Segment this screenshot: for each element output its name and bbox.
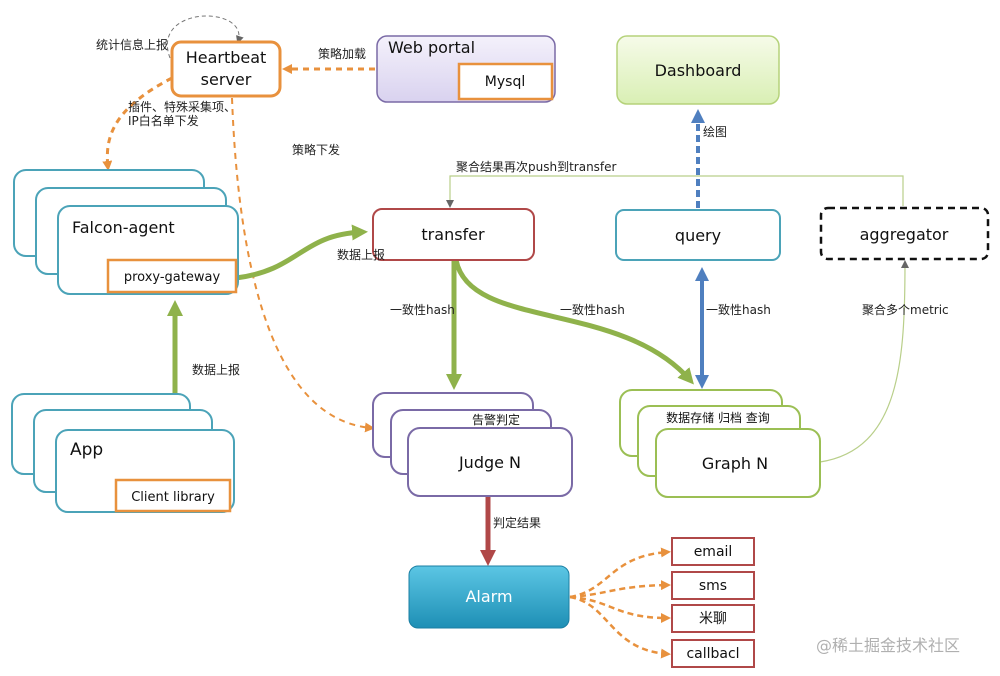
judge-note-label: 告警判定 xyxy=(472,412,520,427)
node-alarm: Alarm xyxy=(408,565,570,629)
client-library-label: Client library xyxy=(131,490,215,505)
node-client-library xyxy=(114,478,232,513)
watermark: @稀土掘金技术社区 xyxy=(816,636,960,655)
node-falcon-agent-stack: Falcon-agent proxy-gateway xyxy=(13,169,239,295)
edge-labels: 统计信息上报 策略加载 插件、特殊采集项、 IP白名单下发 策略下发 绘图 聚合… xyxy=(96,37,949,530)
edge-alarm-mliao xyxy=(569,595,671,623)
label-plugins-line1: 插件、特殊采集项、 xyxy=(128,99,236,114)
dashboard-label: Dashboard xyxy=(655,61,742,80)
edge-alarm-email xyxy=(569,547,671,599)
label-stats-report: 统计信息上报 xyxy=(96,37,168,52)
label-judge-result: 判定结果 xyxy=(493,515,541,530)
heartbeat-label-line1: Heartbeat xyxy=(186,48,267,67)
label-hash-query: 一致性hash xyxy=(706,303,771,317)
node-web-portal: Web portal Mysql xyxy=(376,35,556,103)
edges xyxy=(102,15,909,659)
heartbeat-label-line2: server xyxy=(201,70,252,89)
app-label: App xyxy=(70,440,103,460)
label-data-report-client: 数据上报 xyxy=(192,362,240,377)
edge-graph-aggregator xyxy=(819,260,909,463)
node-callback: callbacl xyxy=(671,639,755,668)
edge-gateway-transfer xyxy=(235,224,368,281)
proxy-gateway-label: proxy-gateway xyxy=(124,270,221,285)
label-draw: 绘图 xyxy=(703,124,727,139)
node-dashboard: Dashboard xyxy=(616,35,780,105)
label-plugins-line2: IP白名单下发 xyxy=(128,113,199,128)
node-email: email xyxy=(671,537,755,566)
email-label: email xyxy=(694,544,733,560)
node-transfer: transfer xyxy=(372,208,535,261)
label-agg-push: 聚合结果再次push到transfer xyxy=(456,159,617,174)
node-proxy-gateway xyxy=(106,258,238,294)
edge-aggregator-transfer xyxy=(446,175,904,208)
edge-alarm-callback xyxy=(569,595,671,659)
query-label: query xyxy=(675,226,721,245)
node-app-stack: App Client library xyxy=(11,393,235,513)
falcon-agent-label: Falcon-agent xyxy=(72,218,175,237)
node-mliao: 米聊 xyxy=(671,604,755,633)
alarm-label: Alarm xyxy=(465,587,512,606)
label-hash-judge: 一致性hash xyxy=(390,303,455,317)
label-data-report-gateway: 数据上报 xyxy=(337,247,385,262)
graph-note-label: 数据存储 归档 查询 xyxy=(666,410,770,425)
graph-label: Graph N xyxy=(702,454,768,473)
judge-label: Judge N xyxy=(458,453,521,472)
node-heartbeat-server: Heartbeat server xyxy=(170,40,282,98)
node-query: query xyxy=(615,209,781,261)
edge-stats-report xyxy=(166,15,244,59)
sms-label: sms xyxy=(699,578,727,594)
label-policy-push: 策略下发 xyxy=(292,142,340,157)
node-aggregator: aggregator xyxy=(819,206,990,261)
mysql-label: Mysql xyxy=(485,74,525,90)
edge-transfer-graph xyxy=(453,259,694,385)
label-hash-graph: 一致性hash xyxy=(560,303,625,317)
node-graph-stack: 数据存储 归档 查询 Graph N xyxy=(619,389,821,498)
transfer-label: transfer xyxy=(421,225,485,244)
label-policy-load: 策略加载 xyxy=(318,46,366,61)
edge-policy-push xyxy=(231,97,375,433)
mliao-label: 米聊 xyxy=(699,611,727,627)
edge-alarm-sms xyxy=(569,580,671,599)
web-portal-label: Web portal xyxy=(388,38,475,57)
node-mysql xyxy=(457,62,554,101)
node-judge-stack: 告警判定 Judge N xyxy=(372,392,573,497)
label-agg-multi: 聚合多个metric xyxy=(862,302,949,317)
node-sms: sms xyxy=(671,571,755,600)
callback-label: callbacl xyxy=(686,646,739,662)
aggregator-label: aggregator xyxy=(860,225,949,244)
